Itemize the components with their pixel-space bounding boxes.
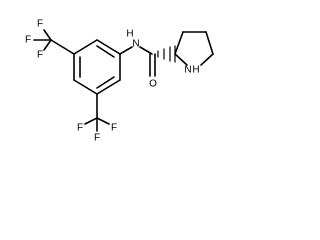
carbonyl-oxygen-label: O	[149, 79, 157, 90]
fluorine-label: F	[37, 19, 43, 30]
ring-bond	[174, 31, 184, 55]
ring-bond	[73, 79, 98, 95]
c-f-bond	[43, 39, 52, 51]
amide-hydrogen-label: H	[126, 29, 133, 40]
ring-bond	[205, 31, 214, 55]
ring-bond	[73, 39, 98, 55]
amide-nitrogen-label: N	[132, 39, 139, 50]
fluorine-label: F	[77, 123, 83, 134]
ring-bond	[96, 39, 121, 55]
ring-double-bond	[96, 45, 115, 58]
pyrrolidine-ring	[174, 31, 214, 66]
ring-bond	[174, 53, 188, 66]
stereo-hash-wedge	[157, 45, 176, 63]
fluorine-label: F	[37, 50, 43, 61]
fluorine-label: F	[111, 123, 117, 134]
ring-nitrogen-label: N	[184, 65, 191, 76]
fluorine-label: F	[25, 35, 31, 46]
molecule-structure: H N O N H F F F F F F	[25, 19, 214, 144]
c-f-bond	[43, 29, 52, 41]
cf3-group-top	[33, 29, 75, 55]
c-f-bond	[84, 117, 98, 125]
benzene-ring	[73, 39, 121, 95]
c-f-bond	[96, 117, 110, 125]
ring-bond	[200, 53, 214, 66]
ring-double-bond	[96, 76, 115, 89]
n-carbonyl-bond	[139, 46, 153, 55]
atom-labels: H N O N H F F F F F F	[25, 19, 200, 144]
ring-bond	[96, 79, 121, 95]
aryl-n-bond	[119, 46, 133, 55]
cf3-group-bottom	[84, 93, 110, 132]
ring-hydrogen-label: H	[192, 65, 199, 76]
fluorine-label: F	[94, 133, 100, 144]
aryl-cf3-bond	[50, 39, 75, 55]
